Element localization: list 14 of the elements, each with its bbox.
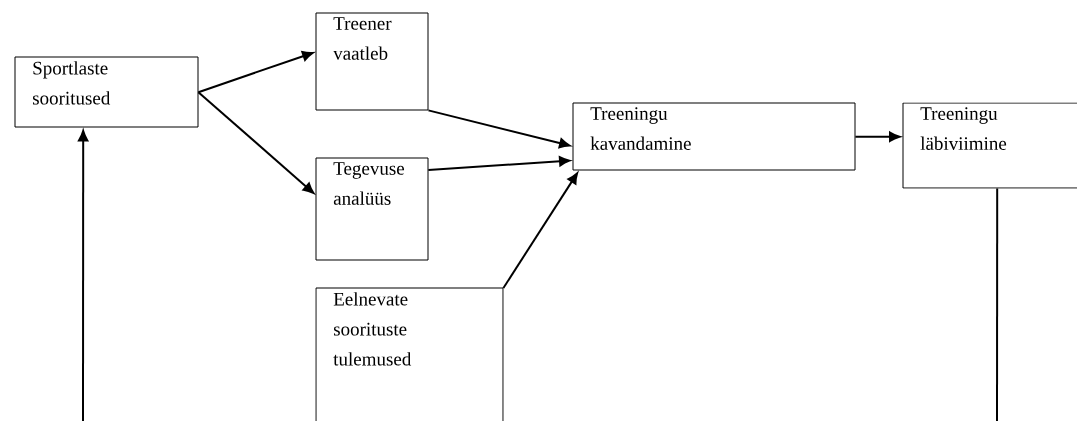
arrow bbox=[78, 130, 89, 421]
arrow bbox=[197, 51, 314, 94]
process-box: Sportlaste sooritused bbox=[14, 56, 199, 128]
process-box: Eelnevate soorituste tulemused bbox=[315, 287, 504, 421]
process-box: Tegevuse analüüs bbox=[315, 157, 429, 261]
process-box: Treener vaatleb bbox=[315, 12, 429, 111]
arrow bbox=[854, 131, 901, 142]
connector-line bbox=[996, 187, 999, 421]
process-box: Treeningu läbiviimine bbox=[902, 102, 1077, 189]
process-box: Treeningu kavandamine bbox=[572, 102, 856, 171]
arrow bbox=[427, 156, 571, 171]
arrow bbox=[502, 172, 579, 289]
arrow bbox=[197, 91, 315, 194]
arrow bbox=[427, 109, 571, 149]
